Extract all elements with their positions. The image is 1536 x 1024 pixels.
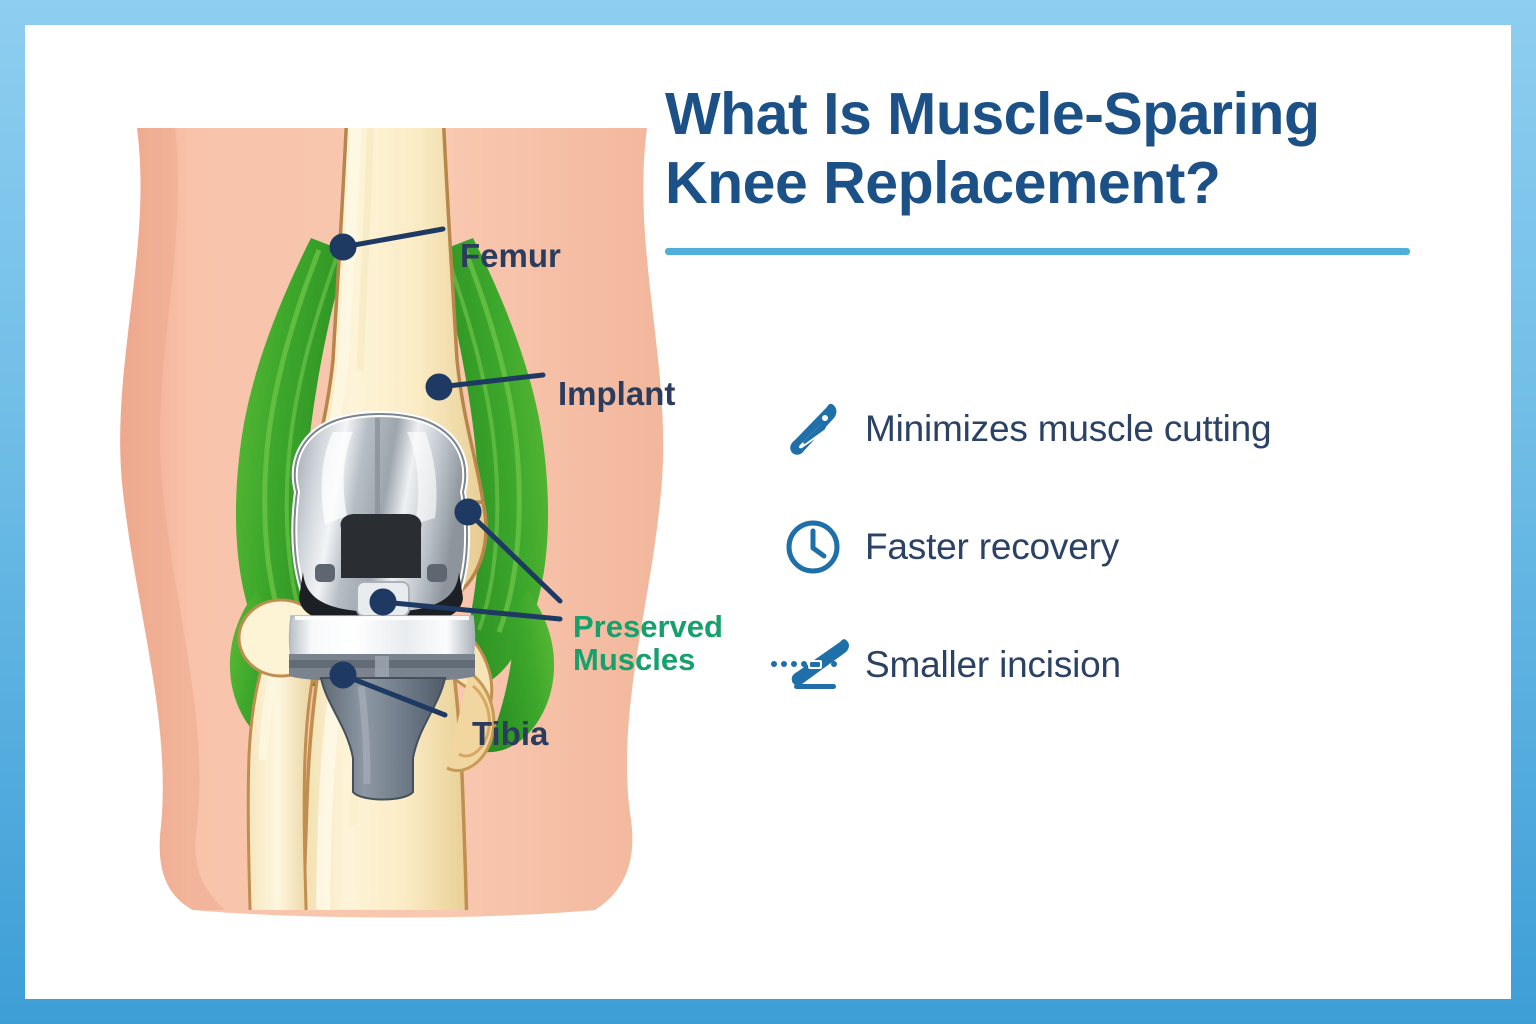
implant-tibial-tray [288,615,476,682]
callout-label-femur: Femur [460,237,561,274]
benefit-label: Smaller incision [865,644,1121,685]
page-title-line-1: What Is Muscle-Sparing [665,81,1320,147]
benefits-list: Minimizes muscle cutting Faster recovery [760,370,1460,724]
benefit-label: Faster recovery [865,526,1120,567]
implant-femoral-component [291,411,471,626]
benefit-item-smaller-incision: Smaller incision [760,606,1460,724]
title-divider [665,248,1410,256]
scalpel-icon [760,398,865,460]
knee-replacement-illustration [75,120,715,920]
callout-label-implant: Implant [558,375,676,412]
clock-icon [760,516,865,578]
quadriceps-muscle-left [235,238,347,687]
page-title: What Is Muscle-Sparing Knee Replacement? [640,80,1440,218]
page-title-line-2: Knee Replacement? [665,150,1221,217]
callout-label-tibia: Tibia [472,715,549,752]
benefit-label: Minimizes muscle cutting [865,408,1272,449]
benefit-item-faster-recovery: Faster recovery [760,488,1460,606]
infographic-canvas: Femur Implant Preserved Muscles Tibia Wh… [25,25,1511,999]
header-block: What Is Muscle-Sparing Knee Replacement? [640,80,1440,256]
muscle-lower-right [485,590,555,753]
benefit-item-minimizes-muscle-cutting: Minimizes muscle cutting [760,370,1460,488]
incision-scalpel-icon [760,634,865,696]
callout-label-preserved-muscles: Preserved Muscles [573,609,723,677]
